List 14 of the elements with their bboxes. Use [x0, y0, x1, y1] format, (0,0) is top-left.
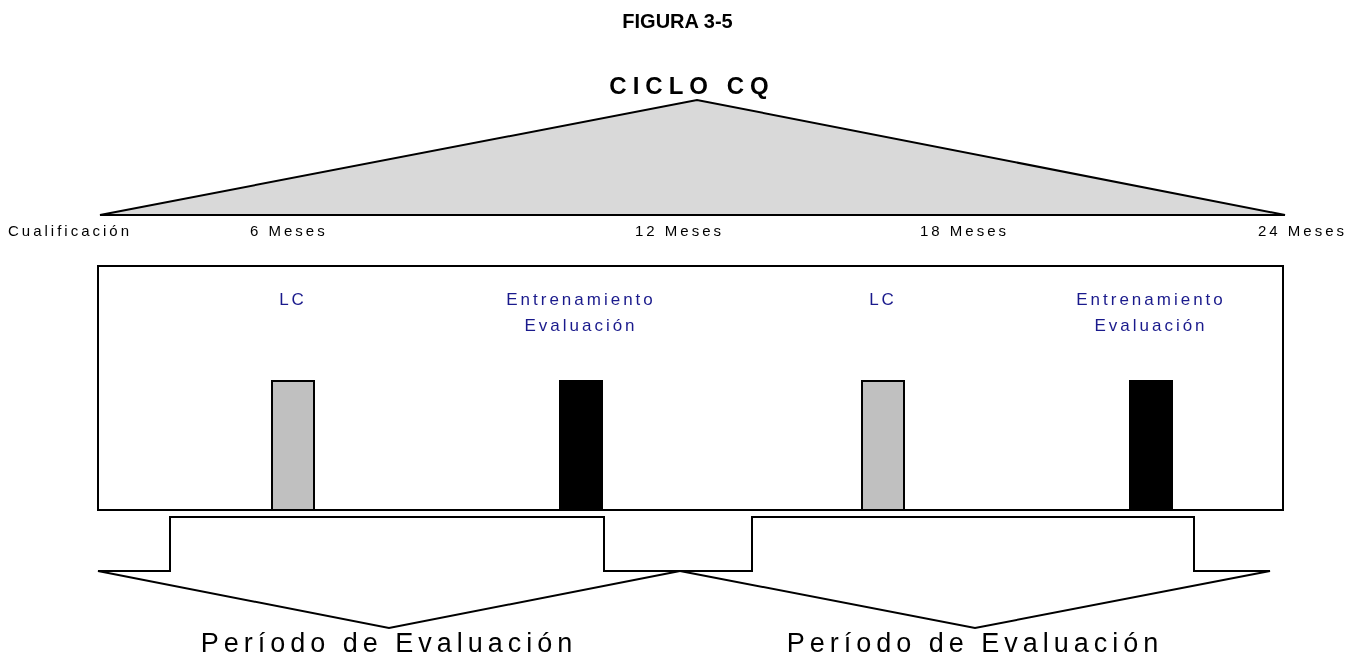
activity-label: LC — [278, 289, 308, 311]
cycle-heading: CICLO CQ — [608, 72, 776, 100]
timeline-label: 24 Meses — [1257, 222, 1347, 239]
figure-title: FIGURA 3-5 — [621, 10, 734, 33]
timeline-label: 12 Meses — [635, 222, 725, 239]
timeline-label: 6 Meses — [250, 222, 328, 239]
activity-label: Entrenamiento Evaluación — [505, 289, 657, 337]
timeline-label: Cualificación — [8, 222, 133, 239]
period-label: Período de Evaluación — [785, 628, 1165, 659]
activity-label: LC — [868, 289, 898, 311]
activity-label: Entrenamiento Evaluación — [1075, 289, 1227, 337]
frame-box — [97, 265, 1284, 511]
timeline-label: 18 Meses — [920, 222, 1010, 239]
period-label: Período de Evaluación — [199, 628, 579, 659]
